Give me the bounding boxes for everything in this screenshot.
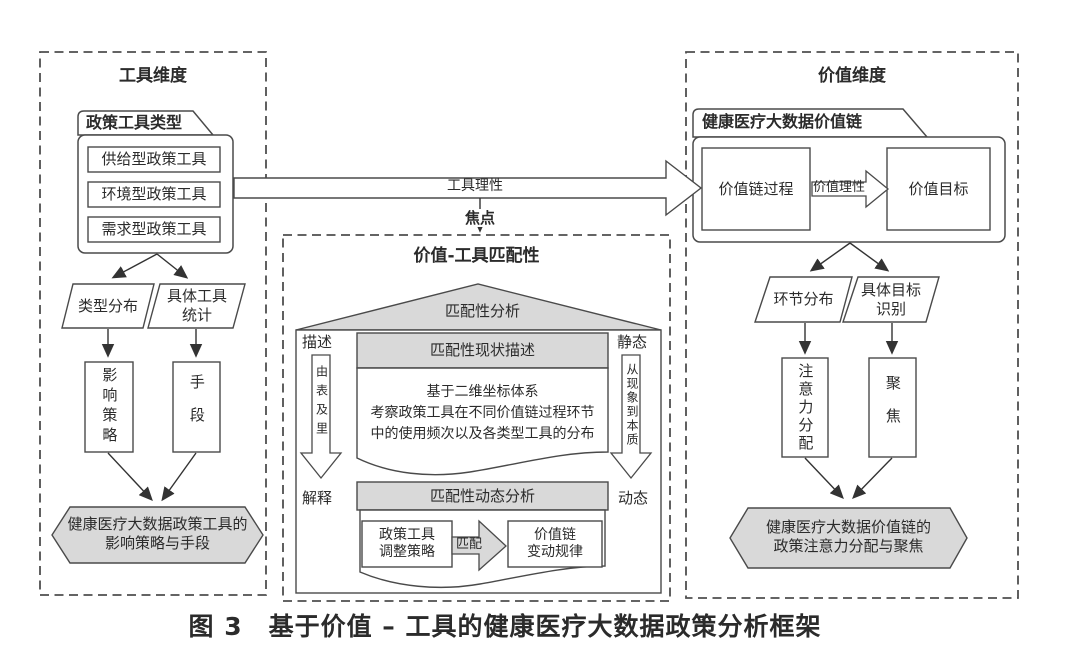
goal-identify-parallelogram [842,276,940,323]
attention-allocation-label: 注意力分配 [796,362,815,453]
tool-statistics-parallelogram [147,283,246,329]
left-folder-label: 政策工具类型 [86,113,183,132]
attention-allocation-box [781,357,829,458]
focus-label: 焦点 [462,208,497,228]
influence-strategy-label: 影响策略 [100,367,119,447]
dynamic-analysis-label: 匹配性动态分析 [429,486,535,505]
left-merge-line-2 [161,452,197,502]
tool-rationality-label: 工具理性 [447,178,503,195]
tool-statistics-label: 具体工具 统计 [166,287,227,324]
right-split-line-1 [809,242,851,272]
right-merge-line-2 [852,457,893,500]
right-section-title: 价值维度 [818,66,886,87]
tool-box-demand [87,216,221,243]
describe-to-explain-arrow [299,354,343,480]
influence-strategy-box [84,361,134,453]
right-section-border [685,51,1019,599]
tool-supply-label: 供给型政策工具 [101,150,207,169]
matching-analysis-label: 匹配性分析 [444,301,520,320]
value-rationality-arrow [811,169,890,209]
status-description-bar [356,332,609,369]
value-goal-label: 价值目标 [908,179,969,198]
means-label: 手段 [187,374,206,440]
describe-label: 描述 [301,332,332,351]
chain-change-box [507,520,603,568]
status-description-text: 基于二维坐标体系 考察政策工具在不同价值链过程环节 中的使用频次以及各类型工具的… [370,383,595,442]
connector-lines [101,198,899,502]
dynamic-label: 动态 [617,488,648,507]
dynamic-analysis-bar [356,481,609,511]
policy-adjust-label: 政策工具 调整策略 [379,526,435,561]
goal-identify-label: 具体目标 识别 [860,280,921,318]
focus-box-label: 聚焦 [883,374,902,441]
explain-label: 解释 [301,488,332,507]
focus-box [868,357,917,458]
policy-adjust-box [361,520,453,568]
right-folder-label: 健康医疗大数据价值链 [702,112,863,131]
static-label: 静态 [616,332,647,351]
right-result-hexagon [729,507,968,569]
left-merge-line-1 [107,452,153,502]
type-distribution-parallelogram [61,283,155,329]
right-folder-tab [692,108,929,138]
value-chain-process-label: 价值链过程 [718,179,794,198]
right-split-line-2 [849,242,890,272]
left-section-border [39,51,267,596]
figure-caption: 图 3 基于价值 – 工具的健康医疗大数据政策分析框架 [188,612,822,642]
left-result-hexagon [51,506,264,564]
right-merge-line-1 [804,457,844,500]
middle-section-title: 价值-工具匹配性 [413,246,540,267]
link-distribution-parallelogram [754,276,853,323]
match-label: 匹配 [455,536,482,552]
match-arrow [451,519,507,572]
status-description-document [356,367,609,476]
status-description-label: 匹配性现状描述 [429,341,535,360]
left-split-line-2 [156,253,189,279]
link-distribution-label: 环节分布 [773,290,834,309]
tool-environment-label: 环境型政策工具 [101,185,207,204]
middle-section-border [282,234,671,602]
value-chain-process-box [701,147,811,231]
left-section-title: 工具维度 [119,66,187,87]
right-result-label: 健康医疗大数据价值链的 政策注意力分配与聚焦 [765,518,931,555]
type-distribution-label: 类型分布 [77,296,138,315]
tool-rationality-arrow [233,159,703,217]
left-folder-tab [77,110,215,136]
tool-box-environment [87,181,221,208]
means-box [172,361,221,453]
tool-demand-label: 需求型政策工具 [101,220,207,239]
surface-to-inside-label: 由表及里 [314,365,329,441]
tool-box-supply [87,146,221,173]
value-rationality-label: 价值理性 [812,180,865,196]
phenomenon-to-essence-label: 从现象到本质 [625,363,639,447]
chain-change-label: 价值链 变动规律 [527,526,583,561]
left-split-line-1 [111,253,158,279]
left-result-label: 健康医疗大数据政策工具的 影响策略与手段 [67,515,248,552]
static-to-dynamic-arrow [609,354,653,480]
